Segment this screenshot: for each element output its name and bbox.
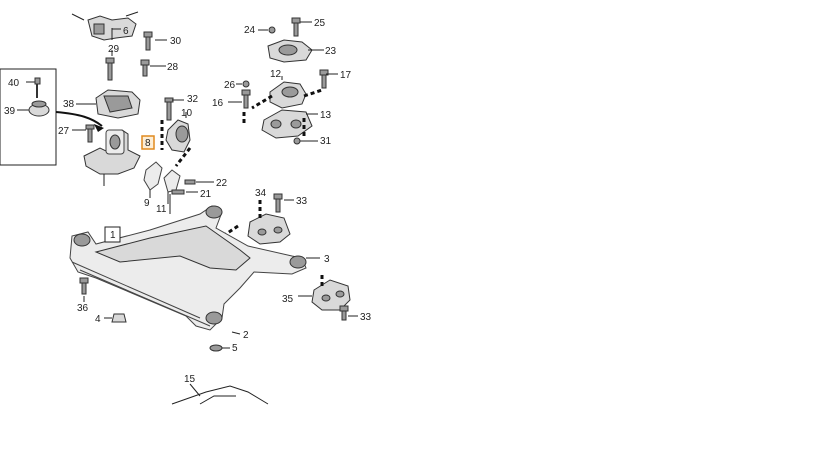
callout-labels: 1 8 6 29 30 28 40 39 38 27 32 10 22 21 9… bbox=[4, 18, 372, 385]
callout-16[interactable]: 16 bbox=[212, 98, 224, 109]
part-2-subframe bbox=[69, 205, 320, 335]
callout-1[interactable]: 1 bbox=[110, 230, 116, 241]
callout-34[interactable]: 34 bbox=[255, 188, 267, 199]
callout-2[interactable]: 2 bbox=[243, 330, 249, 341]
callout-40[interactable]: 40 bbox=[8, 78, 20, 89]
part-34-bracket bbox=[225, 193, 294, 245]
callout-12[interactable]: 12 bbox=[270, 69, 282, 80]
selected-callout-box[interactable] bbox=[141, 135, 155, 150]
callout-39[interactable]: 39 bbox=[4, 106, 16, 117]
callout-28[interactable]: 28 bbox=[167, 62, 179, 73]
part-13-mount bbox=[228, 69, 338, 145]
part-8-mount bbox=[72, 124, 141, 186]
callout-27[interactable]: 27 bbox=[58, 126, 70, 137]
part-38-mount bbox=[76, 31, 167, 119]
callout-36[interactable]: 36 bbox=[77, 303, 89, 314]
parts-9-11-brackets bbox=[143, 161, 214, 214]
part-15-shield bbox=[171, 383, 269, 405]
inset-detail-box bbox=[0, 68, 57, 166]
callout-15[interactable]: 15 bbox=[184, 374, 196, 385]
callout-25[interactable]: 25 bbox=[314, 18, 326, 29]
callout-33-upper[interactable]: 33 bbox=[296, 196, 308, 207]
inset-ref-box[interactable] bbox=[104, 226, 121, 243]
parts-36-4-5 bbox=[79, 277, 230, 352]
callout-31[interactable]: 31 bbox=[320, 136, 332, 147]
callout-13[interactable]: 13 bbox=[320, 110, 332, 121]
callout-8[interactable]: 8 bbox=[145, 138, 151, 149]
part-35-bracket bbox=[298, 272, 358, 321]
part-6-bracket bbox=[71, 11, 139, 41]
callout-3[interactable]: 3 bbox=[324, 254, 330, 265]
callout-29[interactable]: 29 bbox=[108, 44, 120, 55]
callout-22[interactable]: 22 bbox=[216, 178, 228, 189]
part-10-torque-rod bbox=[160, 97, 192, 167]
pointer-arrow bbox=[55, 111, 104, 132]
callout-35[interactable]: 35 bbox=[282, 294, 294, 305]
callout-21[interactable]: 21 bbox=[200, 189, 212, 200]
callout-23[interactable]: 23 bbox=[325, 46, 337, 57]
callout-5[interactable]: 5 bbox=[232, 343, 238, 354]
callout-24[interactable]: 24 bbox=[244, 25, 256, 36]
callout-30[interactable]: 30 bbox=[170, 36, 182, 47]
callout-26[interactable]: 26 bbox=[224, 80, 236, 91]
part-23-mount-top bbox=[258, 17, 324, 63]
callout-33-lower[interactable]: 33 bbox=[360, 312, 372, 323]
callout-17[interactable]: 17 bbox=[340, 70, 352, 81]
callout-4[interactable]: 4 bbox=[95, 314, 101, 325]
callout-32[interactable]: 32 bbox=[187, 94, 199, 105]
callout-6[interactable]: 6 bbox=[123, 26, 129, 37]
callout-9[interactable]: 9 bbox=[144, 198, 150, 209]
callout-10[interactable]: 10 bbox=[181, 108, 193, 119]
callout-11[interactable]: 11 bbox=[156, 204, 167, 215]
callout-38[interactable]: 38 bbox=[63, 99, 75, 110]
